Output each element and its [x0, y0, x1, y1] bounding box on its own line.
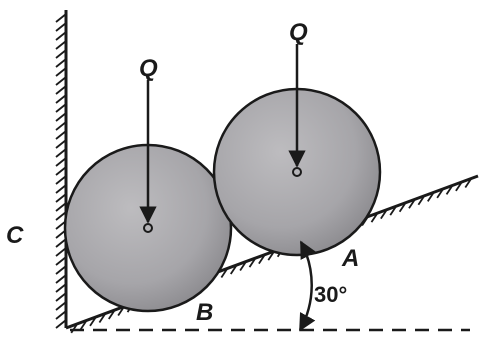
hatch-mark: [55, 130, 67, 140]
load-label-left: Q: [139, 55, 158, 82]
hatch-mark: [464, 177, 473, 188]
hatch-mark: [220, 267, 229, 278]
sphere-right-center: [292, 167, 302, 177]
hatch-mark: [55, 58, 67, 68]
hatch-mark: [248, 257, 257, 268]
hatch-mark: [55, 76, 67, 86]
hatch-mark: [55, 184, 67, 194]
hatch-mark: [55, 49, 67, 59]
hatch-mark: [55, 283, 67, 293]
hatch-mark: [55, 157, 67, 167]
hatch-mark: [427, 191, 435, 202]
hatch-mark: [55, 112, 67, 122]
hatch-mark: [55, 193, 67, 203]
hatch-mark: [79, 319, 88, 330]
hatch-mark: [239, 261, 247, 272]
hatch-mark: [55, 40, 67, 50]
hatch-mark: [55, 85, 67, 95]
hatch-mark: [370, 212, 379, 223]
hatch-mark: [55, 319, 67, 329]
angle-arc: [298, 240, 317, 332]
hatch-mark: [55, 67, 67, 77]
hatch-mark: [55, 256, 67, 266]
hatch-mark: [417, 195, 426, 206]
hatch-mark: [230, 264, 238, 275]
point-label-b: B: [196, 299, 213, 326]
hatch-mark: [55, 103, 67, 113]
hatch-mark: [55, 139, 67, 149]
hatch-mark: [445, 184, 454, 195]
hatch-mark: [55, 94, 67, 104]
hatch-mark: [55, 22, 67, 32]
hatch-mark: [55, 211, 67, 221]
hatch-mark: [436, 188, 444, 199]
hatch-mark: [455, 181, 463, 192]
wall-hatching: [55, 13, 67, 329]
point-label-c: C: [6, 222, 24, 249]
hatch-mark: [55, 292, 67, 302]
hatch-mark: [258, 254, 266, 265]
hatch-mark: [380, 209, 388, 220]
angle-label: 30°: [314, 282, 347, 307]
hatch-mark: [55, 274, 67, 284]
load-label-right: Q: [289, 19, 308, 46]
hatch-mark: [55, 301, 67, 311]
hatch-mark: [89, 316, 97, 327]
hatch-mark: [55, 310, 67, 320]
point-label-a: A: [341, 245, 359, 272]
hatch-mark: [55, 13, 67, 23]
hatch-mark: [108, 309, 116, 320]
hatch-mark: [55, 166, 67, 176]
hatch-mark: [70, 323, 79, 334]
hatch-mark: [98, 312, 107, 323]
hatch-mark: [398, 202, 407, 213]
hatch-mark: [389, 205, 397, 216]
vertical-wall: [55, 10, 68, 329]
hatch-mark: [55, 175, 67, 185]
hatch-mark: [55, 148, 67, 158]
hatch-mark: [55, 121, 67, 131]
hatch-mark: [55, 247, 67, 257]
hatch-mark: [55, 31, 67, 41]
hatch-mark: [55, 265, 67, 275]
hatch-mark: [55, 202, 67, 212]
sphere-left-center: [143, 223, 153, 233]
hatch-mark: [408, 198, 416, 209]
hatch-mark: [55, 238, 67, 248]
